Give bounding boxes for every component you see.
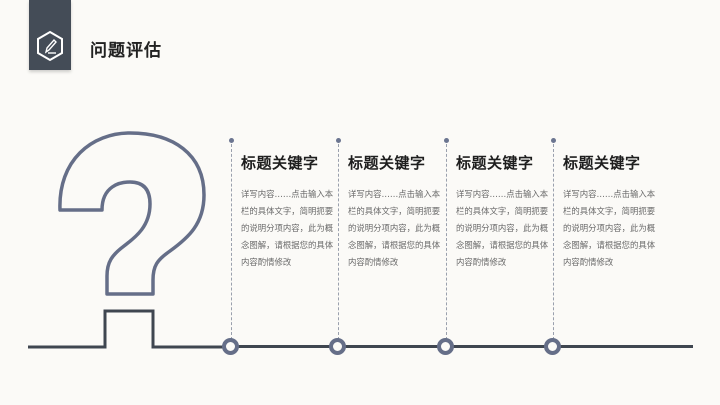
item-title: 标题关键字: [241, 154, 319, 172]
dot-marker: [551, 138, 556, 143]
page-title: 问题评估: [90, 41, 162, 61]
item-title: 标题关键字: [348, 154, 426, 172]
item-desc: 详写内容……点击输入本栏的具体文字，简明扼要的说明分项内容，此为概念图解，请根据…: [348, 189, 441, 267]
timeline-node: [544, 338, 561, 355]
dashed-connector: [553, 144, 554, 340]
timeline-line: [230, 345, 693, 348]
pencil-hexagon-icon: [37, 30, 63, 62]
item-desc: 详写内容……点击输入本栏的具体文字，简明扼要的说明分项内容，此为概念图解，请根据…: [563, 189, 656, 267]
dot-marker: [444, 138, 449, 143]
dot-marker: [229, 138, 234, 143]
item-title: 标题关键字: [456, 154, 534, 172]
dashed-connector: [338, 144, 339, 340]
dashed-connector: [446, 144, 447, 340]
item-desc: 详写内容……点击输入本栏的具体文字，简明扼要的说明分项内容，此为概念图解，请根据…: [456, 189, 549, 267]
dot-marker: [336, 138, 341, 143]
timeline-node: [329, 338, 346, 355]
item-title: 标题关键字: [563, 154, 641, 172]
dashed-connector: [231, 144, 232, 340]
header-badge: [29, 0, 71, 70]
timeline-node: [437, 338, 454, 355]
item-desc: 详写内容……点击输入本栏的具体文字，简明扼要的说明分项内容，此为概念图解，请根据…: [241, 189, 334, 267]
timeline-node: [222, 338, 239, 355]
